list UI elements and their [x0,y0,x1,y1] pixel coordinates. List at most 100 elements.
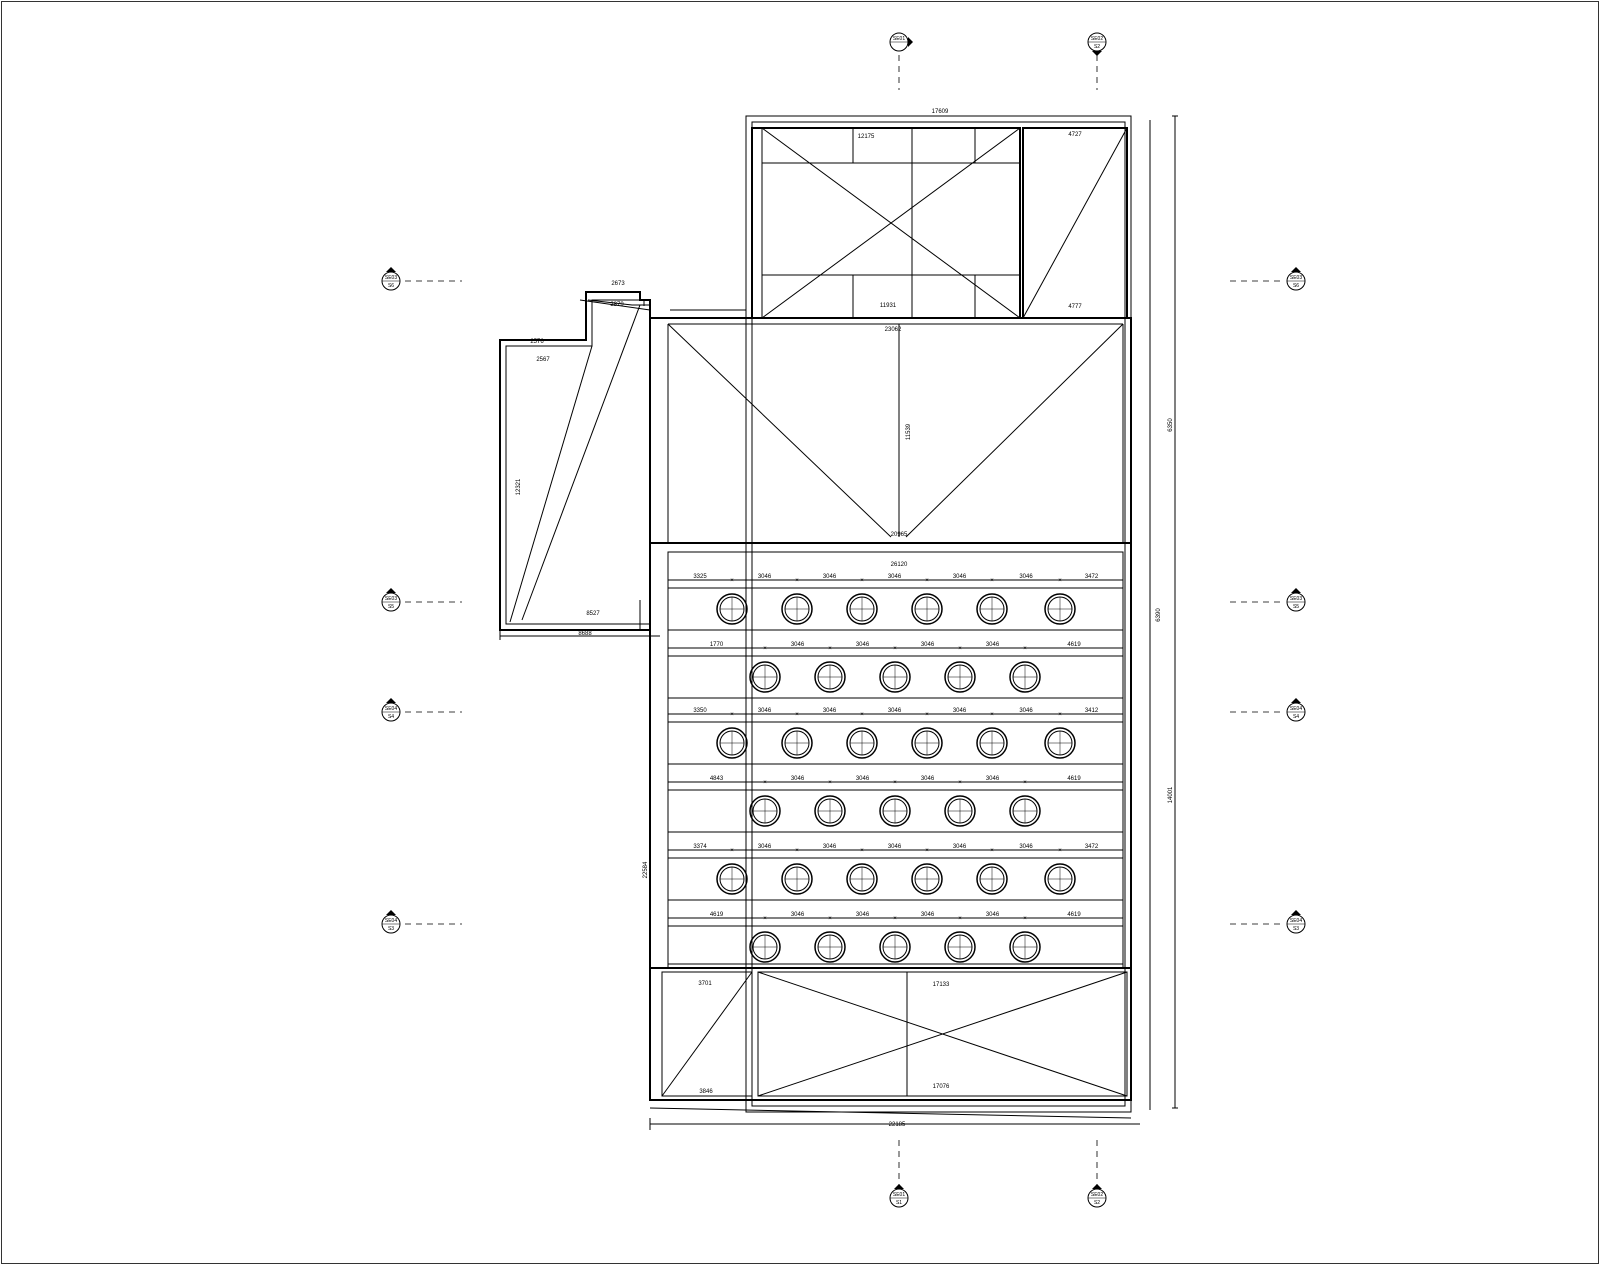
porthole [944,661,976,693]
porthole [749,931,781,963]
porthole [716,593,748,625]
section-marker-code: SE02 [1091,1192,1103,1198]
dim-hall-height: 11539 [906,423,912,440]
pool-dim-label: 1770 [710,642,724,648]
section-marker-code: SE03 [385,275,397,281]
pool-dim-label: 3046 [1019,708,1033,714]
pool-dim-label: 4619 [710,912,724,918]
porthole [749,795,781,827]
pool-dim-tick: × [1023,916,1027,922]
dim-right-a: 6350 [1168,418,1174,432]
pool-dim-tick: × [1058,712,1062,718]
porthole [1009,795,1041,827]
pool-dim-tick: × [763,916,767,922]
pool-dim-tick: × [1058,578,1062,584]
section-marker-code: SE04 [1290,918,1302,924]
dim-right-c: 6390 [1156,608,1162,622]
pool-dim-label: 3046 [1019,844,1033,850]
section-marker-code: SE04 [385,706,397,712]
pool-strips [667,579,1124,969]
pool-dim-label: 3325 [693,574,707,580]
pool-dim-label: 3046 [823,844,837,850]
pool-dim-label: 3046 [791,776,805,782]
section-marker-code: SE02 [1091,36,1103,42]
pool-dim-tick: × [730,712,734,718]
pool-dim-label: 3046 [953,574,967,580]
porthole [846,863,878,895]
pool-dim-label: 3046 [1019,574,1033,580]
dim-bottom-room-right: 17133 [933,982,950,988]
dim-hall-bottom: 20965 [891,532,908,538]
pool-dim-label: 3046 [953,844,967,850]
pool-dim-tick: × [795,712,799,718]
section-marker-sheet: S2 [1094,44,1100,50]
pool-dim-tick: × [893,646,897,652]
section-marker-code: SE03 [1290,596,1302,602]
porthole [976,863,1008,895]
section-marker-sheet: S5 [388,604,394,610]
pool-dim-tick: × [958,646,962,652]
pool-dim-label: 3046 [758,574,772,580]
pool-dim-label: 3472 [1085,574,1099,580]
porthole [1044,863,1076,895]
pool-dim-label: 3472 [1085,844,1099,850]
porthole [846,727,878,759]
dim-bottom-room-left: 3701 [698,981,712,987]
pool-strip [667,655,1124,699]
dim-wing-2: 2879 [610,302,624,308]
pool-strip [667,789,1124,833]
porthole [944,931,976,963]
porthole [911,863,943,895]
section-marker-code: SE03 [385,596,397,602]
porthole [879,795,911,827]
pool-dim-label: 4619 [1067,642,1081,648]
porthole [1009,931,1041,963]
pool-dim-tick: × [860,712,864,718]
pool-dim-label: 4843 [710,776,724,782]
pool-dim-tick: × [1058,848,1062,854]
section-marker-sheet: S6 [388,283,394,289]
section-marker: SE01 [889,32,913,90]
pool-strip [667,925,1124,969]
section-marker-code: SE01 [893,1192,905,1198]
pool-dim-label: 3046 [921,642,935,648]
pool-dim-label: 3046 [986,912,1000,918]
pool-dim-label: 3046 [758,708,772,714]
porthole [1044,593,1076,625]
pool-dim-label: 3350 [693,708,707,714]
section-marker-sheet: S4 [1293,714,1299,720]
porthole [781,727,813,759]
pool-dim-label: 3046 [888,574,902,580]
porthole [879,661,911,693]
building-outline [499,115,1178,1130]
porthole [814,931,846,963]
dim-hall-top: 23062 [885,327,902,333]
porthole [911,727,943,759]
dim-wing-5: 8527 [586,611,600,617]
pool-dimensions: 3325 3046 × 3046 × 3046 × 3046 × 3046 × 3472 × 1770 30… [693,574,1099,922]
dim-room-top-left-bottom: 11931 [880,303,897,309]
pool-dim-tick: × [893,916,897,922]
dim-wing-6: 8688 [578,631,592,637]
pool-dim-label: 3046 [888,844,902,850]
porthole [716,863,748,895]
pool-dim-label: 3046 [823,708,837,714]
section-marker-sheet: S3 [1293,926,1299,932]
pool-dim-tick: × [795,578,799,584]
dim-wing-1: 2673 [611,281,625,287]
pool-dim-tick: × [925,848,929,854]
dim-room-top-right-bottom: 4777 [1068,304,1082,310]
section-marker-sheet: S3 [388,926,394,932]
pool-dim-tick: × [763,646,767,652]
dim-right-b: 14001 [1168,786,1174,803]
porthole [944,795,976,827]
dim-top-overall: 17609 [932,109,949,115]
pool-dim-tick: × [925,578,929,584]
pool-dim-label: 3374 [693,844,707,850]
dim-room-top-right: 4727 [1068,132,1082,138]
